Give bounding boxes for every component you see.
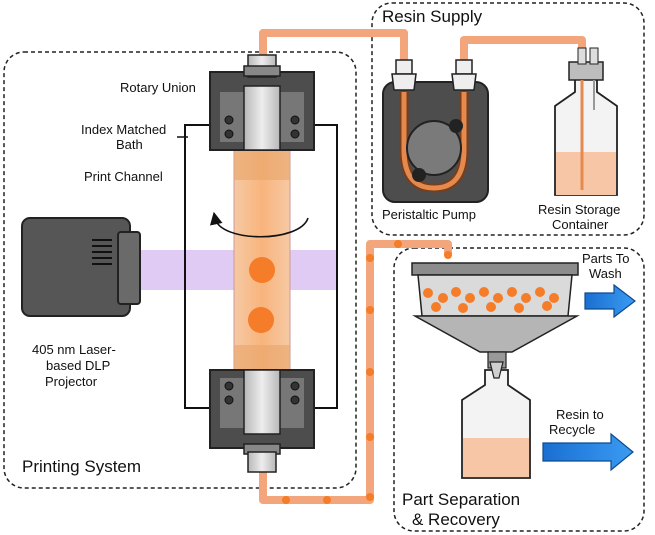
printing-system-box [3, 51, 357, 489]
recycle-bottle [461, 361, 531, 479]
projector-label-3: Projector [45, 374, 98, 389]
resin-supply-box [371, 2, 645, 236]
resin-storage-label-1: Resin Storage [538, 202, 620, 217]
rotary-union-top [209, 54, 315, 151]
tube-parts [282, 240, 452, 504]
separated-parts [423, 287, 559, 313]
projector-label-2: based DLP [46, 358, 110, 373]
dlp-projector [21, 217, 141, 317]
projector-label-1: 405 nm Laser- [32, 342, 116, 357]
parts-to-wash-label-2: Wash [589, 266, 622, 281]
resin-to-recycle-label-1: Resin to [556, 407, 604, 422]
part-separation-title-2: & Recovery [412, 510, 500, 529]
part-separation-title-1: Part Separation [402, 490, 520, 509]
parts-to-wash-arrow [584, 283, 636, 319]
rotary-union-label: Rotary Union [120, 80, 196, 95]
rotary-union-bottom [209, 369, 315, 473]
parts-to-wash-label-1: Parts To [582, 251, 629, 266]
resin-to-recycle-arrow [542, 432, 634, 472]
resin-storage-label-2: Container [552, 217, 609, 232]
resin-storage-container [554, 47, 618, 196]
index-matched-bath-label: Index Matched [81, 122, 166, 137]
peristaltic-pump-label: Peristaltic Pump [382, 207, 476, 222]
rotation-arrow [210, 211, 309, 238]
resin-tube-top [259, 29, 408, 70]
sieve-tray [411, 262, 580, 369]
part-separation-box [393, 247, 645, 532]
peristaltic-pump [382, 59, 489, 203]
index-matched-bath-label-2: Bath [116, 137, 143, 152]
printing-system-title: Printing System [22, 457, 141, 476]
resin-supply-title: Resin Supply [382, 7, 483, 26]
resin-to-recycle-label-2: Recycle [549, 422, 595, 437]
printed-part [249, 257, 275, 283]
printed-part [248, 307, 274, 333]
resin-tube-pump-to-storage [460, 36, 586, 70]
print-channel-label: Print Channel [84, 169, 163, 184]
